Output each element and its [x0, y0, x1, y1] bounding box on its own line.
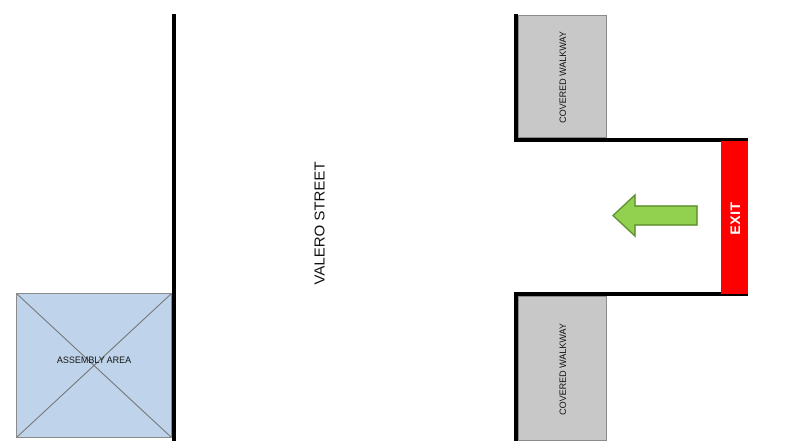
assembly-area: ASSEMBLY AREA [16, 293, 172, 438]
left-wall-line [172, 14, 176, 441]
covered-walkway-top: COVERED WALKWAY [518, 15, 607, 138]
covered-walkway-top-label: COVERED WALKWAY [557, 30, 568, 123]
exit-door: EXIT [721, 141, 748, 294]
left-arrow-icon [611, 193, 701, 238]
exit-label: EXIT [726, 200, 743, 235]
bottom-walkway-left-wall [514, 292, 518, 441]
x-cross-icon [17, 294, 171, 437]
top-walkway-left-wall [514, 14, 518, 142]
covered-walkway-bottom-label: COVERED WALKWAY [557, 322, 568, 415]
top-horizontal-wall [514, 138, 748, 142]
street-name-label: VALERO STREET [311, 161, 329, 285]
covered-walkway-bottom: COVERED WALKWAY [518, 296, 607, 441]
bottom-horizontal-wall [514, 292, 748, 296]
assembly-area-label: ASSEMBLY AREA [56, 355, 132, 365]
